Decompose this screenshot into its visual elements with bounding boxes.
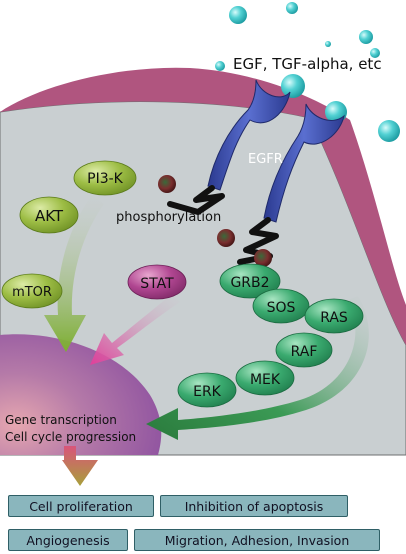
protein-pi3k: PI3-K [73,160,137,196]
phosphate-icon [254,249,272,267]
protein-erk-label: ERK [193,384,222,400]
mapk-pathway-arrow [146,296,369,440]
egfr-label: EGFR [248,152,283,167]
ligand-icon [286,2,298,14]
egfr-receptor-right [263,103,345,223]
protein-pi3k-label: PI3-K [87,171,124,187]
receptor-tail-left [167,185,225,215]
phosphate-icon [217,229,235,247]
protein-akt: AKT [19,196,79,234]
ligand-icon [281,74,305,98]
ligand-icon [378,120,400,142]
ligand-icon [325,41,331,47]
pi3k-pathway-arrow [44,195,104,352]
protein-raf: RAF [275,332,333,368]
egfr-receptor-left [207,79,291,191]
nucleus-label-gene-transcription: Gene transcription [5,413,117,427]
protein-sos: SOS [252,288,310,324]
protein-raf-label: RAF [291,344,318,360]
outcome-inhibition-of-apoptosis: Inhibition of apoptosis [160,495,348,517]
ligand-icon [229,6,247,24]
protein-grb2-label: GRB2 [230,275,269,291]
protein-stat-label: STAT [140,276,174,292]
protein-mtor: mTOR [1,273,63,309]
protein-erk: ERK [177,372,237,408]
protein-ras-label: RAS [320,310,348,326]
nucleus-label-cell-cycle: Cell cycle progression [5,430,136,444]
protein-mek: MEK [235,360,295,396]
protein-akt-label: AKT [35,207,64,225]
outcome-cell-proliferation: Cell proliferation [8,495,154,517]
protein-grb2: GRB2 [219,263,281,299]
outcome-migration-adhesion-invasion: Migration, Adhesion, Invasion [134,529,380,551]
protein-ras: RAS [304,298,364,334]
outcome-angiogenesis: Angiogenesis [8,529,128,551]
stat-pathway-arrow [90,294,180,365]
ligand-icon [359,30,373,44]
nucleus [0,334,162,455]
ligand-icon [370,48,380,58]
phosphorylation-label: phosphorylation [116,210,221,225]
ligand-icon [215,61,225,71]
protein-sos-label: SOS [267,300,296,316]
ligands-label: EGF, TGF-alpha, etc [233,55,382,73]
outcome-arrow [62,446,98,486]
protein-mtor-label: mTOR [12,285,52,300]
protein-stat: STAT [127,264,187,300]
cell-membrane [0,67,406,346]
protein-mek-label: MEK [250,372,281,388]
phosphate-icon [158,175,176,193]
